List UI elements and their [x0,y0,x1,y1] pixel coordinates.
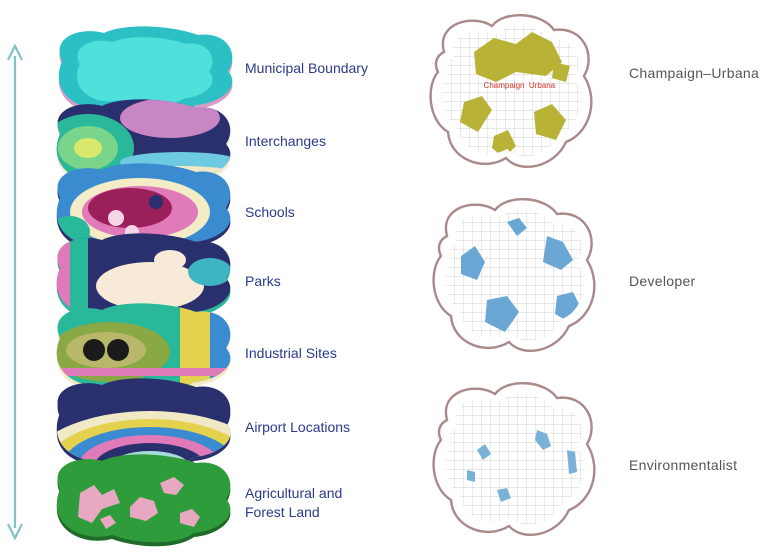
layer-agricultural-forest [40,443,240,555]
layer-label-agricultural-forest: Agricultural and Forest Land [245,484,342,522]
map-label-developer: Developer [629,273,696,289]
vertical-double-arrow [8,46,22,538]
map-label-champaign-urbana: Champaign–Urbana [629,65,759,81]
layer-label-schools: Schools [245,203,295,222]
map-environmentalist [427,370,607,550]
layer-label-municipal-boundary: Municipal Boundary [245,59,368,78]
layer-label-agricultural-line1: Agricultural and [245,484,342,503]
map-label-environmentalist: Environmentalist [629,457,737,473]
layer-label-industrial-sites: Industrial Sites [245,344,337,363]
map-champaign-urbana: Champaign Urbana [424,2,604,182]
city-label-champaign: Champaign [484,81,525,90]
layer-label-parks: Parks [245,272,281,291]
layer-label-agricultural-line2: Forest Land [245,503,342,522]
map-developer [427,186,607,366]
city-label-urbana: Urbana [529,81,556,90]
layer-label-interchanges: Interchanges [245,132,326,151]
layer-label-airport-locations: Airport Locations [245,418,350,437]
